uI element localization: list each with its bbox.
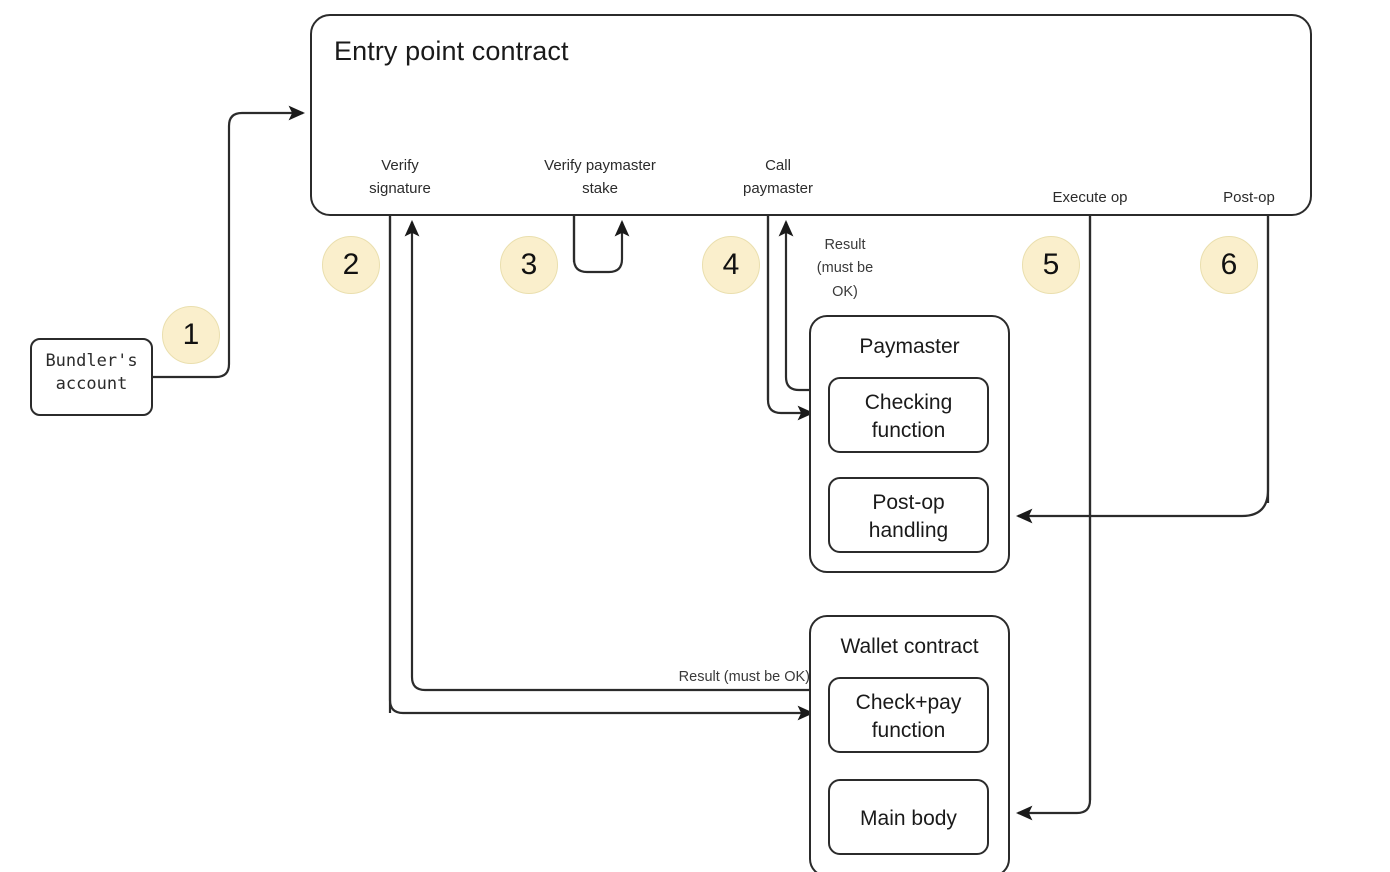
- checking-function-box: [828, 377, 989, 453]
- edge-execute-op-to-main-body: [1015, 215, 1092, 821]
- step-badge-4: 4: [702, 236, 760, 294]
- edge-verify-signature-to-wallet: [388, 215, 815, 721]
- edge-paymaster-result-to-entry: [778, 219, 812, 392]
- step-badge-1: 1: [162, 306, 220, 364]
- post-op-handling-box: [828, 477, 989, 553]
- entry-point-contract-box: [310, 14, 1312, 216]
- edge-call-paymaster-to-checking: [766, 215, 815, 421]
- step-badge-2: 2: [322, 236, 380, 294]
- edge-verify-paymaster-stake-loop: [572, 215, 630, 274]
- step-badge-3: 3: [500, 236, 558, 294]
- main-body-box: [828, 779, 989, 855]
- step-badge-6: 6: [1200, 236, 1258, 294]
- check-pay-function-box: [828, 677, 989, 753]
- step-badge-5: 5: [1022, 236, 1080, 294]
- edge-post-op-to-post-op-handling: [1015, 215, 1270, 524]
- edge-bundler-to-entry: [153, 105, 306, 379]
- bundlers-account-box: [30, 338, 153, 416]
- edge-wallet-result-to-entry: [404, 219, 812, 692]
